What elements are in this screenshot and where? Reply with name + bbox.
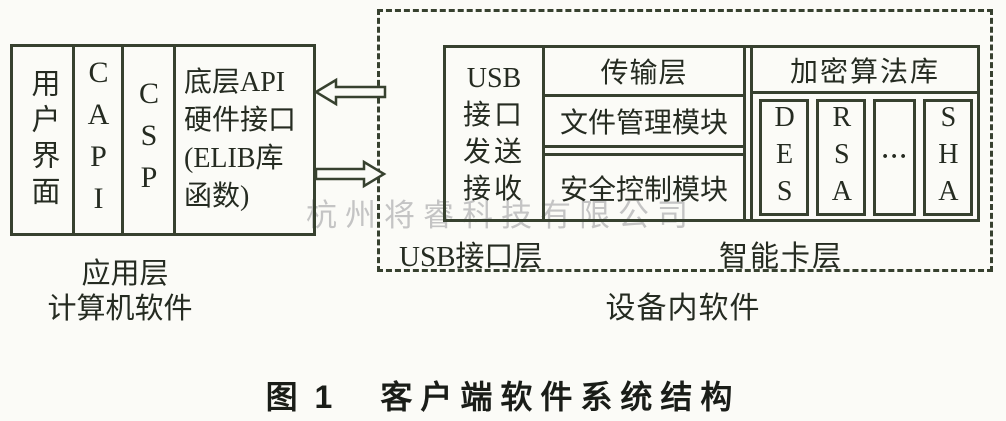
- user-interface-label: 用户界面: [27, 68, 59, 212]
- security-control-module-cell: 安全控制模块: [545, 153, 743, 219]
- application-layer-box: 用户界面 CAPI CSP 底层API 硬件接口 (ELIB库 函数): [10, 44, 316, 236]
- crypto-library-column: 加密算法库 DES RSA ··· SHA: [750, 48, 977, 219]
- figure-number: 图 1: [265, 379, 337, 415]
- file-management-module-cell: 文件管理模块: [545, 97, 743, 148]
- sha-algorithm-box: SHA: [922, 99, 973, 216]
- low-level-api-cell: 底层API 硬件接口 (ELIB库 函数): [176, 47, 313, 233]
- low-level-api-line: (ELIB库: [184, 143, 284, 174]
- usb-io-line: 接收: [462, 173, 525, 205]
- figure-title: 客户端软件系统结构: [380, 379, 741, 415]
- rsa-algorithm-box: RSA: [816, 99, 867, 216]
- algorithm-row: DES RSA ··· SHA: [753, 94, 977, 219]
- des-algorithm-box: DES: [759, 99, 810, 216]
- capi-label: CAPI: [82, 56, 115, 224]
- user-interface-cell: 用户界面: [13, 47, 75, 233]
- usb-io-cell: USB 接口 发送 接收: [446, 48, 545, 219]
- device-software-label: 设备内软件: [605, 292, 761, 325]
- ellipsis-label: ···: [881, 144, 909, 170]
- smartcard-layer-label: 智能卡层: [719, 241, 844, 273]
- low-level-api-line: 硬件接口: [184, 105, 297, 136]
- arrow-right-icon: [314, 159, 387, 189]
- csp-label: CSP: [132, 77, 166, 203]
- usb-io-line: 接口: [462, 99, 525, 131]
- low-level-api-line: 底层API: [184, 67, 286, 98]
- computer-software-label: 计算机软件: [47, 293, 193, 325]
- watermark-text: 杭州将睿科技有限公司: [306, 198, 696, 233]
- device-software-dashed-box: [377, 9, 993, 272]
- low-level-api-line: 函数): [184, 181, 250, 212]
- usb-io-line: USB: [466, 62, 522, 94]
- usb-interface-layer-label: USB接口层: [399, 241, 543, 273]
- smartcard-modules-column: 传输层 文件管理模块 安全控制模块: [545, 48, 746, 219]
- sha-label: SHA: [932, 102, 964, 213]
- application-layer-label: 应用层: [81, 258, 169, 290]
- arrow-left-icon: [313, 77, 387, 107]
- usb-io-line: 发送: [462, 136, 525, 168]
- data-flow-arrows: [313, 77, 387, 189]
- transport-layer-cell: 传输层: [545, 48, 743, 97]
- rsa-label: RSA: [826, 102, 858, 213]
- device-inner-box: USB 接口 发送 接收 传输层 文件管理模块 安全控制模块 加密算法库 DES…: [443, 45, 980, 222]
- crypto-library-header: 加密算法库: [753, 48, 977, 94]
- des-label: DES: [769, 102, 801, 213]
- capi-cell: CAPI: [75, 47, 124, 233]
- figure-caption: 图 1 客户端软件系统结构: [0, 372, 1006, 418]
- ellipsis-box: ···: [873, 99, 916, 216]
- csp-cell: CSP: [124, 47, 176, 233]
